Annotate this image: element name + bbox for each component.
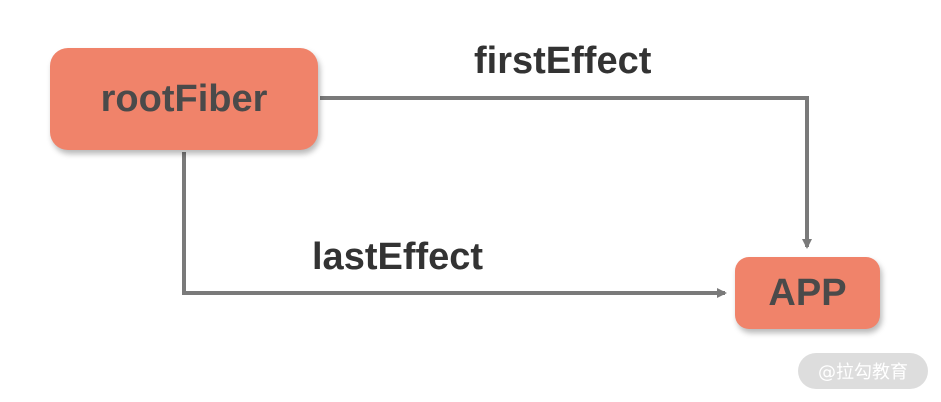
root-fiber-node: rootFiber — [50, 48, 318, 150]
app-node: APP — [735, 257, 880, 329]
watermark-badge: @拉勾教育 — [798, 353, 928, 389]
first-effect-arrow — [320, 96, 812, 249]
last-effect-arrow — [182, 152, 727, 298]
root-fiber-label: rootFiber — [100, 77, 268, 120]
first-effect-label: firstEffect — [474, 40, 652, 82]
last-effect-label: lastEffect — [312, 236, 484, 278]
app-label: APP — [768, 271, 847, 314]
